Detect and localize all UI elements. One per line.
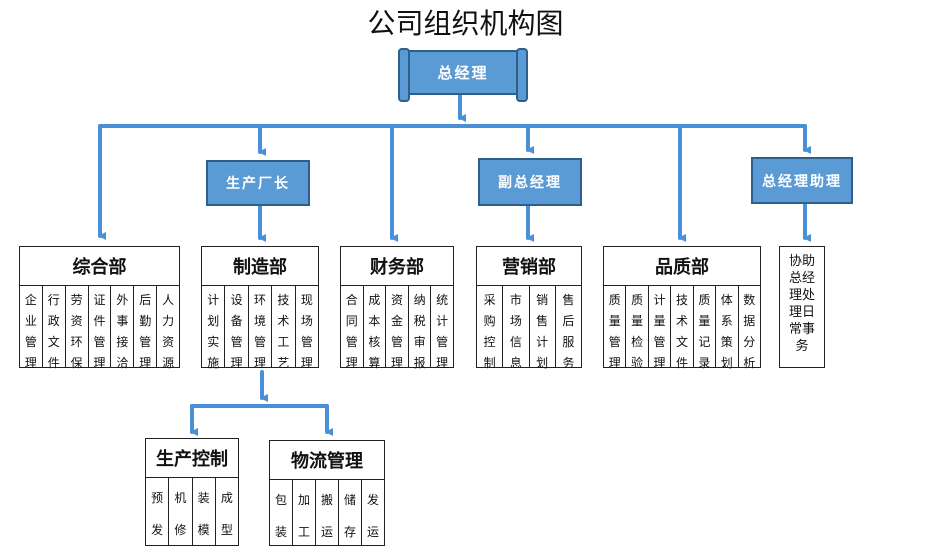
dept-item: 成型 xyxy=(214,478,238,546)
production-manager-box: 生产厂长 xyxy=(206,160,310,206)
dept-quality: 品质部 质量管理 质量检验 计量管理 技术文件 质量记录 体系策划 数据分析 xyxy=(603,246,761,370)
production-manager-label: 生产厂长 xyxy=(226,176,290,192)
subdept-logistics: 物流管理 包装 加工 搬运 储存 发运 xyxy=(269,440,385,546)
dept-item: 纳税审报 xyxy=(407,286,431,370)
dept-title: 营销部 xyxy=(477,247,581,286)
dept-item: 统计管理 xyxy=(430,286,453,370)
dept-item: 企业管理 xyxy=(24,293,37,370)
chart-title: 公司组织机构图 xyxy=(367,7,564,40)
dept-item: 劳资环保 xyxy=(64,286,88,370)
dept-finance: 财务部 合同管理 成本核算 资金管理 纳税审报 统计管理 xyxy=(340,246,454,370)
dept-item: 后勤管理 xyxy=(133,286,156,370)
dept-item: 现场管理 xyxy=(294,286,318,370)
dept-item: 外事接洽 xyxy=(110,286,133,370)
dept-item: 合同管理 xyxy=(345,293,358,370)
dept-item: 储存 xyxy=(338,480,361,546)
dept-item: 发运 xyxy=(361,480,384,546)
subdept-production-control: 生产控制 预发 机修 装模 成型 xyxy=(145,438,239,546)
dept-item: 证件管理 xyxy=(87,286,111,370)
dept-item: 质量记录 xyxy=(692,286,715,370)
dept-item: 市场信息 xyxy=(502,286,528,370)
dept-title: 生产控制 xyxy=(146,439,238,478)
dept-item: 质量检验 xyxy=(625,286,647,370)
ceo-label: 总经理 xyxy=(437,64,489,82)
dept-title: 物流管理 xyxy=(270,441,384,480)
dept-item: 质量管理 xyxy=(608,293,621,370)
dept-item: 资金管理 xyxy=(385,286,408,370)
dept-item: 人力资源 xyxy=(156,286,179,370)
dept-item: 加工 xyxy=(292,480,315,546)
dept-item: 装模 xyxy=(191,478,215,546)
dept-item: 环境管理 xyxy=(247,286,271,370)
dept-item: 采购控制 xyxy=(483,293,496,370)
assistant-manager-box: 总经理助理 xyxy=(751,157,853,204)
dept-title: 财务部 xyxy=(341,247,453,286)
assistant-manager-label: 总经理助理 xyxy=(762,173,842,190)
dept-title: 品质部 xyxy=(604,247,760,286)
dept-item: 行政文件 xyxy=(41,286,65,370)
dept-item: 销售计划 xyxy=(528,286,555,370)
dept-item: 包装 xyxy=(274,493,287,539)
dept-item: 预发 xyxy=(151,491,164,537)
dept-marketing: 营销部 采购控制 市场信息 销售计划 售后服务 xyxy=(476,246,582,370)
dept-item: 售后服务 xyxy=(554,286,581,370)
dept-item: 体系策划 xyxy=(715,286,737,370)
dept-item: 搬运 xyxy=(315,480,338,546)
dept-item: 技术文件 xyxy=(670,286,692,370)
dept-item: 数据分析 xyxy=(737,286,760,370)
dept-item: 技术工艺 xyxy=(271,286,294,370)
dept-item: 设备管理 xyxy=(224,286,247,370)
assistant-duty-box: 协助总经理处理日常事务 xyxy=(779,246,825,368)
dept-item: 机修 xyxy=(168,478,191,546)
dept-title: 制造部 xyxy=(202,247,318,286)
ceo-box: 总经理 xyxy=(398,48,528,102)
dept-item: 计划实施 xyxy=(207,293,220,370)
dept-general: 综合部 企业管理 行政文件 劳资环保 证件管理 外事接洽 后勤管理 人力资源 xyxy=(19,246,180,370)
dept-item: 计量管理 xyxy=(647,286,670,370)
dept-title: 综合部 xyxy=(20,247,179,286)
deputy-manager-label: 副总经理 xyxy=(498,175,562,191)
deputy-manager-box: 副总经理 xyxy=(478,158,582,206)
dept-item: 成本核算 xyxy=(362,286,386,370)
dept-manufacturing: 制造部 计划实施 设备管理 环境管理 技术工艺 现场管理 xyxy=(201,246,319,370)
